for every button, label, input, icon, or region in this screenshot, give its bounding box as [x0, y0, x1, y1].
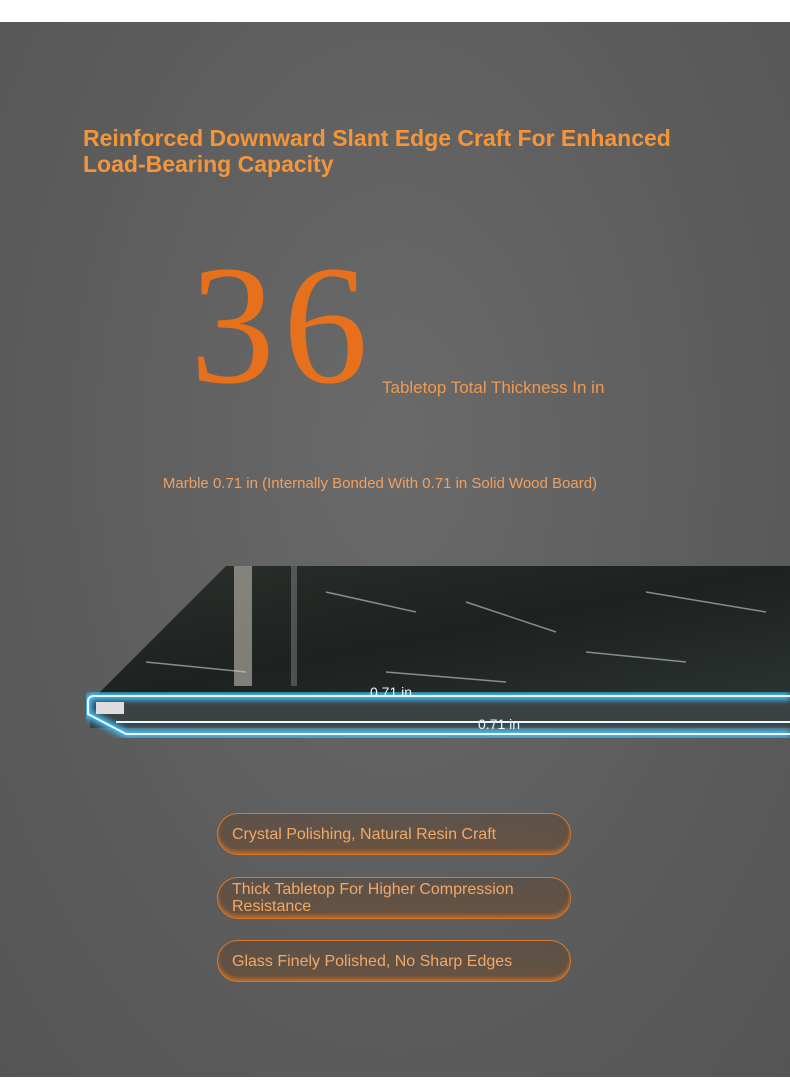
product-panel: Reinforced Downward Slant Edge Craft For… — [0, 22, 790, 1077]
feature-badge: Glass Finely Polished, No Sharp Edges — [217, 940, 571, 982]
feature-badge: Crystal Polishing, Natural Resin Craft — [217, 813, 571, 855]
headline: Reinforced Downward Slant Edge Craft For… — [83, 125, 671, 177]
tabletop-cross-section-image — [86, 566, 790, 738]
thickness-value: 36 — [190, 231, 376, 419]
bottom-layer-label: 0.71 in — [478, 716, 521, 732]
marble-note: Marble 0.71 in (Internally Bonded With 0… — [162, 475, 598, 492]
top-layer-label: 0.71 in — [370, 684, 413, 700]
feature-badge: Thick Tabletop For Higher Compression Re… — [217, 877, 571, 919]
thickness-label: Tabletop Total Thickness In in — [382, 378, 605, 397]
